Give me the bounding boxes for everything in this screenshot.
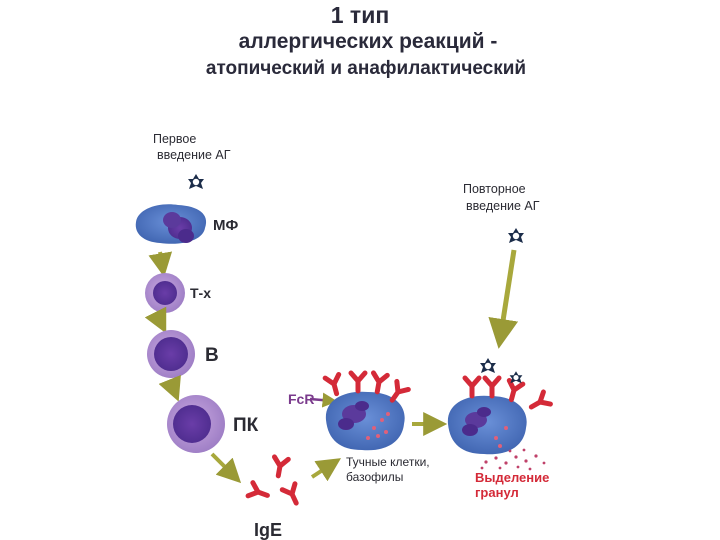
granule-release-label-line2: гранул <box>475 485 519 500</box>
arrow-ige-to-mastcell <box>310 458 342 482</box>
mf-label: МФ <box>213 217 238 234</box>
plasma-cell <box>167 395 225 453</box>
fcr-label: FcR <box>288 391 314 407</box>
ige-label: IgE <box>254 520 282 540</box>
repeat-intro-label-line1: Повторное <box>463 182 526 196</box>
b-cell <box>147 330 195 378</box>
mast-cell-activated <box>447 358 551 455</box>
macrophage-cell <box>135 204 207 244</box>
tx-label: Т-х <box>190 285 211 301</box>
arrow-mf-to-tx <box>148 251 173 278</box>
repeat-intro-label-line2: введение АГ <box>466 199 540 213</box>
ige-antibodies <box>248 457 302 506</box>
mast-cells-label-line1: Тучные клетки, <box>346 455 430 469</box>
mast-cell-sensitized <box>325 373 408 451</box>
arrow-pk-to-ige <box>210 452 242 484</box>
title-line-1: 1 тип <box>330 2 390 28</box>
arrow-repeat-antigen <box>488 249 519 349</box>
arrow-tx-to-b <box>144 306 167 334</box>
first-intro-label-line1: Первое <box>153 132 196 146</box>
antigen-icon-repeat <box>508 228 524 243</box>
b-label: В <box>205 345 219 366</box>
mast-cells-label-line2: базофилы <box>346 470 403 484</box>
title-line-2: аллергических реакций - <box>238 30 498 53</box>
granule-release-label-line1: Выделение <box>475 470 549 485</box>
first-intro-label-line2: введение АГ <box>157 148 231 162</box>
title-line-3: атопический и анафилактический <box>205 58 527 79</box>
pk-label: ПК <box>233 415 259 436</box>
fcr-pointer-arrow <box>309 392 338 408</box>
released-granules <box>480 448 546 471</box>
antigen-icon-first <box>188 174 204 189</box>
t-helper-cell <box>145 273 185 313</box>
arrow-b-to-pk <box>158 374 181 402</box>
